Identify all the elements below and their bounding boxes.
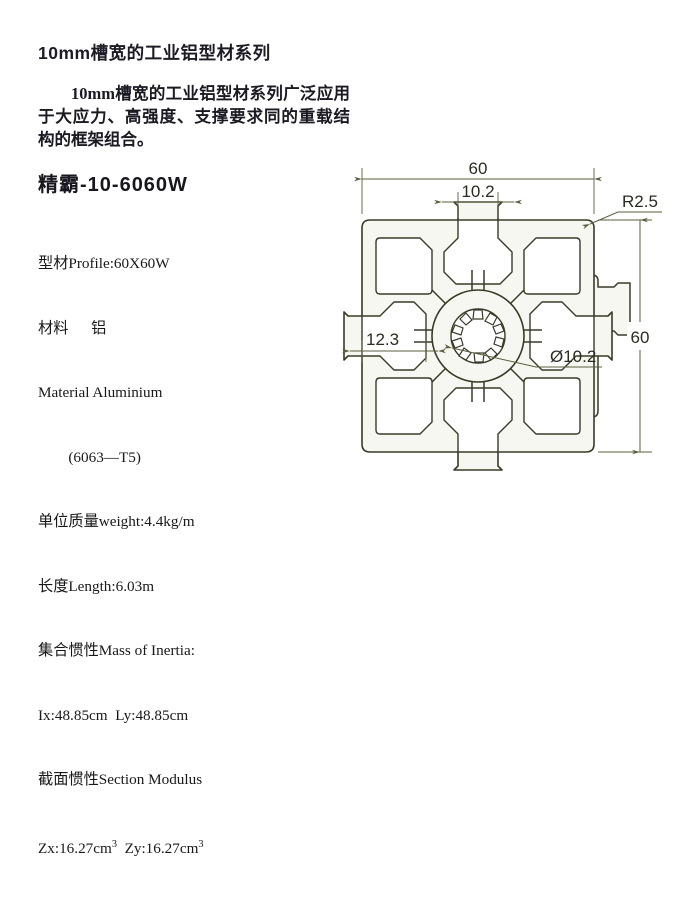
dimension-slot-width-label: 10.2	[461, 182, 494, 201]
dimension-height-60: 60	[598, 217, 653, 455]
spline-teeth	[451, 309, 505, 363]
spec-line-weight: 单位质量weight:4.4kg/m	[38, 513, 195, 530]
modulus-zx: Zx:16.27cm	[38, 839, 112, 857]
spec-line-profile: 型材Profile:60X60W	[38, 255, 170, 272]
dimension-width-60: 60	[354, 162, 602, 214]
cross-section-drawing: 60 10.2 R2.5	[322, 162, 690, 514]
spec-line-inertia-values: Ix:48.85cm Ly:48.85cm	[38, 706, 189, 724]
dimension-slot-depth-12-3: 12.3	[342, 330, 446, 362]
profile-diagonal-webs	[431, 289, 525, 383]
spec-line-material-cn: 材料 铝	[38, 319, 107, 337]
modulus-zy-exponent: 3	[198, 838, 204, 850]
dimension-height-label: 60	[631, 328, 650, 347]
profile-corner-chambers	[375, 237, 581, 435]
dimension-radius-label: R2.5	[622, 192, 658, 211]
modulus-zy: Zy:16.27cm	[124, 839, 199, 857]
spec-line-inertia-label: 集合惯性Mass of Inertia:	[38, 642, 195, 659]
product-model-title: 精霸-10-6060W	[38, 174, 188, 196]
modulus-gap	[117, 840, 125, 857]
dimension-slot-depth-label: 12.3	[366, 330, 399, 349]
dimension-annotations: 60 10.2 R2.5	[342, 162, 662, 455]
specification-list: 型材Profile:60X60W 材料 铝 Material Aluminium…	[38, 210, 358, 902]
catalog-page: 10mm槽宽的工业铝型材系列 10mm槽宽的工业铝型材系列广泛应用于大应力、高强…	[38, 43, 690, 857]
dimension-slot-10-2: 10.2	[434, 182, 522, 218]
intro-paragraph: 10mm槽宽的工业铝型材系列广泛应用于大应力、高强度、支撑要求同的重载结构的框架…	[38, 84, 350, 149]
spec-line-alloy: (6063—T5)	[38, 448, 141, 466]
spec-line-material-en: Material Aluminium	[38, 384, 163, 401]
dimension-bore-label: Ø10.2	[550, 347, 596, 366]
spec-line-length: 长度Length:6.03m	[38, 577, 155, 595]
dimension-corner-radius: R2.5	[581, 192, 662, 230]
spec-line-modulus-values: Zx:16.27cm3 Zy:16.27cm3	[38, 834, 358, 860]
page-title: 10mm槽宽的工业铝型材系列	[38, 43, 271, 63]
spec-line-modulus-label: 截面惯性Section Modulus	[38, 771, 203, 788]
text-column: 10mm槽宽的工业铝型材系列 10mm槽宽的工业铝型材系列广泛应用于大应力、高强…	[38, 40, 358, 902]
dimension-center-bore: Ø10.2	[443, 343, 602, 368]
dimension-width-label: 60	[469, 162, 488, 178]
